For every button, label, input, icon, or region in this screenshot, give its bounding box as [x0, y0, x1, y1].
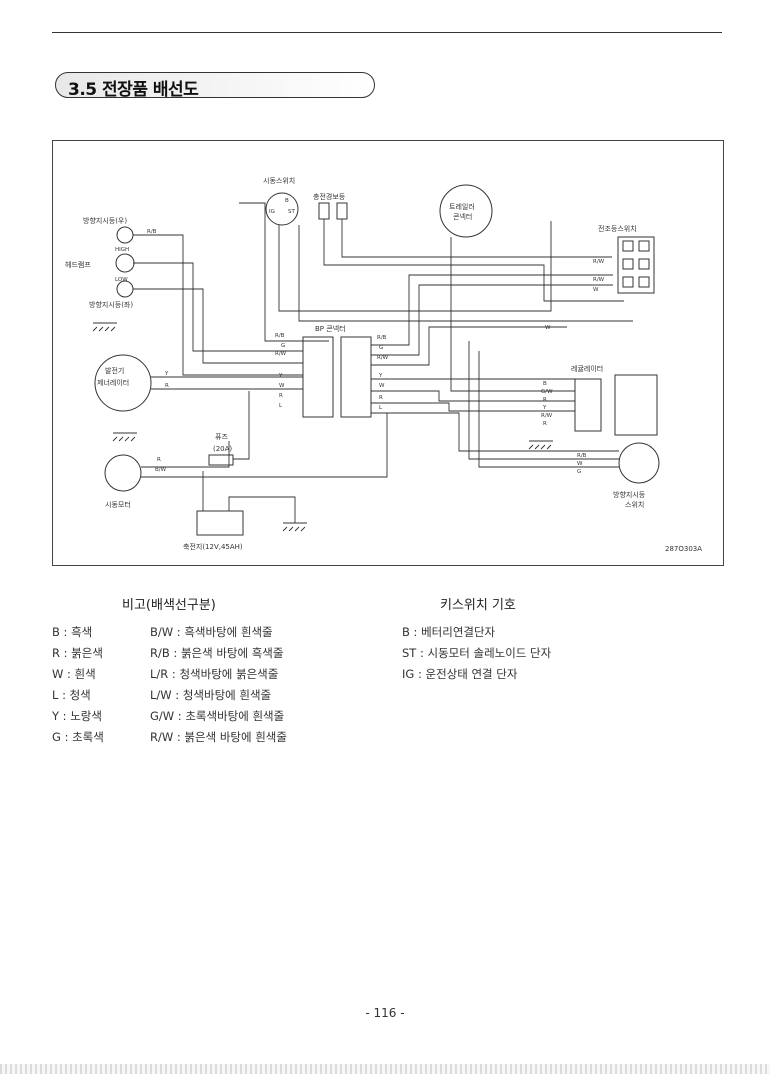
svg-text:L: L: [279, 403, 283, 409]
svg-text:R/B: R/B: [577, 453, 587, 459]
label-light-switch: 전조등스위치: [598, 224, 637, 233]
label-headlamp: 헤드램프: [65, 260, 91, 269]
legend-keys-list: B : 베터리연결단자 ST : 시동모터 솔레노이드 단자 IG : 운전상태…: [402, 625, 552, 681]
svg-text:R: R: [379, 395, 383, 401]
svg-text:제너레이터: 제너레이터: [97, 378, 129, 387]
svg-text:R/B: R/B: [147, 229, 157, 235]
svg-text:G: G: [281, 343, 285, 349]
svg-text:L: L: [379, 405, 383, 411]
svg-text:B: B: [285, 198, 289, 204]
svg-text:W: W: [379, 383, 385, 389]
svg-text:ST: ST: [288, 209, 295, 215]
wiring-diagram: 시동스위치 B IG ST 충전경보등 트레일러 콘넥터 전조등스위치 방향지시…: [52, 140, 724, 566]
generator-symbol: [94, 354, 152, 412]
drawing-number: 287O303A: [665, 545, 702, 553]
trailer-connector-symbol: [439, 184, 493, 238]
legend-keys-title: 키스위치 기호: [440, 598, 516, 613]
turn-switch-symbol: [618, 442, 660, 484]
svg-text:Y: Y: [164, 371, 169, 377]
section-title: 3.5 전장품 배선도: [68, 80, 199, 100]
svg-text:R/B: R/B: [377, 335, 387, 341]
svg-text:R/B: R/B: [275, 333, 285, 339]
svg-text:R: R: [157, 457, 161, 463]
label-regulator: 레귤레이터: [571, 364, 603, 373]
fuse-symbol: [208, 454, 234, 466]
legend-colors-title: 비고(배색선구분): [122, 598, 216, 613]
top-rule: [52, 32, 722, 33]
label-turn-right: 방향지시등(우): [83, 216, 127, 225]
svg-text:W: W: [279, 383, 285, 389]
svg-text:R/W: R/W: [593, 277, 605, 283]
regulator-symbol: [574, 378, 602, 432]
label-charge-lamp: 충전경보등: [313, 192, 346, 201]
svg-text:R/W: R/W: [593, 259, 605, 265]
svg-text:(20A): (20A): [213, 445, 232, 453]
svg-text:W: W: [545, 325, 551, 331]
bp-connector-right: [340, 336, 372, 418]
battery-symbol: [196, 510, 244, 536]
svg-text:B/W: B/W: [155, 467, 167, 473]
label-turn-left: 방향지시등(좌): [89, 300, 133, 309]
wiring-diagram-svg: 시동스위치 B IG ST 충전경보등 트레일러 콘넥터 전조등스위치 방향지시…: [65, 176, 702, 553]
svg-text:R: R: [543, 397, 547, 403]
charge-lamp-symbol: [318, 202, 330, 220]
start-motor-symbol: [104, 454, 142, 492]
svg-text:R/W: R/W: [377, 355, 389, 361]
legend-colors-left: B : 흑색 R : 붉은색 W : 흰색 L : 청색 Y : 노랑색 G :…: [52, 625, 104, 744]
svg-text:B: B: [543, 381, 547, 387]
svg-text:R: R: [543, 421, 547, 427]
svg-text:콘넥터: 콘넥터: [453, 212, 472, 221]
page-number: - 116 -: [365, 1006, 405, 1020]
svg-text:G/W: G/W: [541, 389, 553, 395]
svg-text:방향지시등: 방향지시등: [613, 490, 646, 499]
label-start-motor: 시동모터: [105, 500, 131, 509]
scan-edge: [0, 1064, 770, 1074]
svg-text:R/W: R/W: [275, 351, 287, 357]
svg-text:Y: Y: [542, 405, 547, 411]
start-switch-symbol: [265, 192, 299, 226]
svg-text:R: R: [279, 393, 283, 399]
svg-text:IG: IG: [269, 209, 275, 215]
bp-connector-left: [302, 336, 334, 418]
svg-text:W: W: [593, 287, 599, 293]
svg-text:G: G: [577, 469, 581, 475]
label-fuse: 퓨즈: [215, 433, 228, 441]
legend-colors-right: B/W : 흑색바탕에 흰색줄 R/B : 붉은색 바탕에 흑색줄 L/R : …: [150, 625, 287, 744]
svg-text:Y: Y: [278, 373, 283, 379]
svg-text:HIGH: HIGH: [115, 247, 129, 253]
label-start-switch: 시동스위치: [263, 176, 295, 185]
svg-text:Y: Y: [378, 373, 383, 379]
svg-text:R/W: R/W: [541, 413, 553, 419]
svg-text:LOW: LOW: [115, 277, 128, 283]
svg-text:W: W: [577, 461, 583, 467]
svg-text:R: R: [165, 383, 169, 389]
light-switch-symbol: [617, 236, 655, 294]
label-trailer-connector: 트레일러: [449, 202, 475, 211]
section-title-box: 3.5 전장품 배선도: [55, 72, 375, 100]
svg-text:스위치: 스위치: [625, 500, 644, 509]
label-bp-connector: BP 콘넥터: [315, 324, 346, 333]
svg-text:G: G: [379, 345, 383, 351]
label-battery: 축전지(12V,45AH): [183, 542, 243, 551]
svg-text:발전기: 발전기: [105, 366, 124, 375]
